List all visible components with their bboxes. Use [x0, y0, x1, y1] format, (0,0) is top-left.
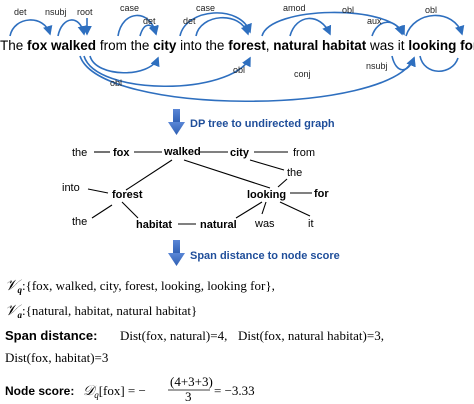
node-the-1: the	[72, 147, 87, 159]
arc-conj	[79, 55, 416, 102]
vq-set: :{fox, walked, city, forest, looking, lo…	[22, 278, 275, 293]
label-root: root	[77, 7, 93, 17]
arc-nsubj	[57, 19, 88, 37]
va-set: :{natural, habitat, natural habitat}	[22, 303, 197, 318]
score-rhs: = −3.33	[214, 383, 255, 398]
node-natural: natural	[200, 219, 237, 231]
score-lhs-text: [fox] = −	[99, 383, 146, 398]
arc-case-2	[179, 12, 252, 37]
node-the-2: the	[287, 167, 302, 179]
token-the: The	[0, 38, 23, 53]
node-the-3: the	[72, 216, 87, 228]
arc-obl-3	[261, 11, 405, 37]
dq-subscript: q	[94, 390, 99, 400]
token-city: city	[153, 38, 177, 53]
node-looking: looking	[247, 189, 286, 201]
token-comma: ,	[266, 38, 270, 53]
dq-symbol: 𝒟	[83, 384, 97, 399]
va-line: 𝒱a:{natural, habitat, natural habitat}	[5, 303, 197, 320]
label-amod: amod	[283, 3, 306, 13]
arc-aux	[371, 21, 404, 37]
token-into-the: into the	[180, 38, 224, 53]
label-case-2: case	[196, 3, 215, 13]
node-for: for	[314, 188, 329, 200]
dist-3: Dist(fox, habitat)=3	[5, 350, 108, 365]
label-case-1: case	[120, 3, 139, 13]
node-forest: forest	[112, 189, 143, 201]
span-distance-label: Span distance:	[5, 328, 97, 343]
arc-loop	[419, 55, 459, 72]
token-natural-habitat: natural habitat	[273, 38, 367, 53]
token-fox-walked: fox walked	[27, 38, 96, 53]
label-aux: aux	[367, 16, 382, 26]
label-nsubj-2: nsubj	[366, 61, 388, 71]
node-habitat: habitat	[136, 219, 172, 231]
token-was-it: was it	[369, 38, 405, 53]
token-looking-for: looking for	[408, 38, 474, 53]
token-from-the: from the	[100, 38, 150, 53]
graph-edges	[87, 151, 312, 225]
dist-1: Dist(fox, natural)=4,	[120, 328, 227, 343]
arc-obl-1	[89, 55, 160, 74]
node-score-label: Node score:	[5, 384, 74, 398]
arc-det-1	[9, 19, 53, 37]
arc-det-2	[139, 24, 159, 37]
va-subscript: a	[18, 310, 23, 320]
node-walked: walked	[163, 146, 201, 158]
label-nsubj: nsubj	[45, 7, 67, 17]
label-det-1: det	[14, 7, 27, 17]
arc-nsubj-2	[391, 55, 416, 71]
label-obl-3: obl	[342, 5, 354, 15]
vq-line: 𝒱q:{fox, walked, city, forest, looking, …	[5, 278, 275, 295]
token-forest: forest	[228, 38, 266, 53]
step-arrow-1	[168, 109, 185, 135]
dependency-arcs-bottom	[79, 55, 459, 102]
label-det-2: det	[143, 16, 156, 26]
sentence: The fox walked from the city into the fo…	[0, 38, 474, 53]
label-conj: conj	[294, 69, 311, 79]
dependency-arcs-top	[9, 11, 465, 37]
label-obl-4: obl	[425, 5, 437, 15]
step-1-label: DP tree to undirected graph	[190, 118, 335, 130]
arc-obl-4	[405, 14, 465, 37]
score-lhs: 𝒟q[fox] = −	[83, 383, 146, 400]
node-fox: fox	[113, 147, 130, 159]
dist-2: Dist(fox, natural habitat)=3,	[238, 328, 384, 343]
arc-amod	[289, 17, 332, 37]
node-from: from	[293, 147, 315, 159]
node-city: city	[230, 147, 250, 159]
step-2-label: Span distance to node score	[190, 250, 340, 262]
label-obl-2: obl	[233, 65, 245, 75]
node-was: was	[254, 218, 275, 230]
node-into: into	[62, 182, 80, 194]
score-numerator: (4+3+3)	[170, 374, 213, 389]
vq-subscript: q	[18, 285, 23, 295]
label-det-3: det	[183, 16, 196, 26]
label-obl-1: obl	[110, 78, 122, 88]
step-arrow-2	[168, 240, 185, 266]
score-denominator: 3	[185, 389, 192, 404]
node-it: it	[308, 218, 314, 230]
arc-obl-2	[83, 55, 251, 87]
